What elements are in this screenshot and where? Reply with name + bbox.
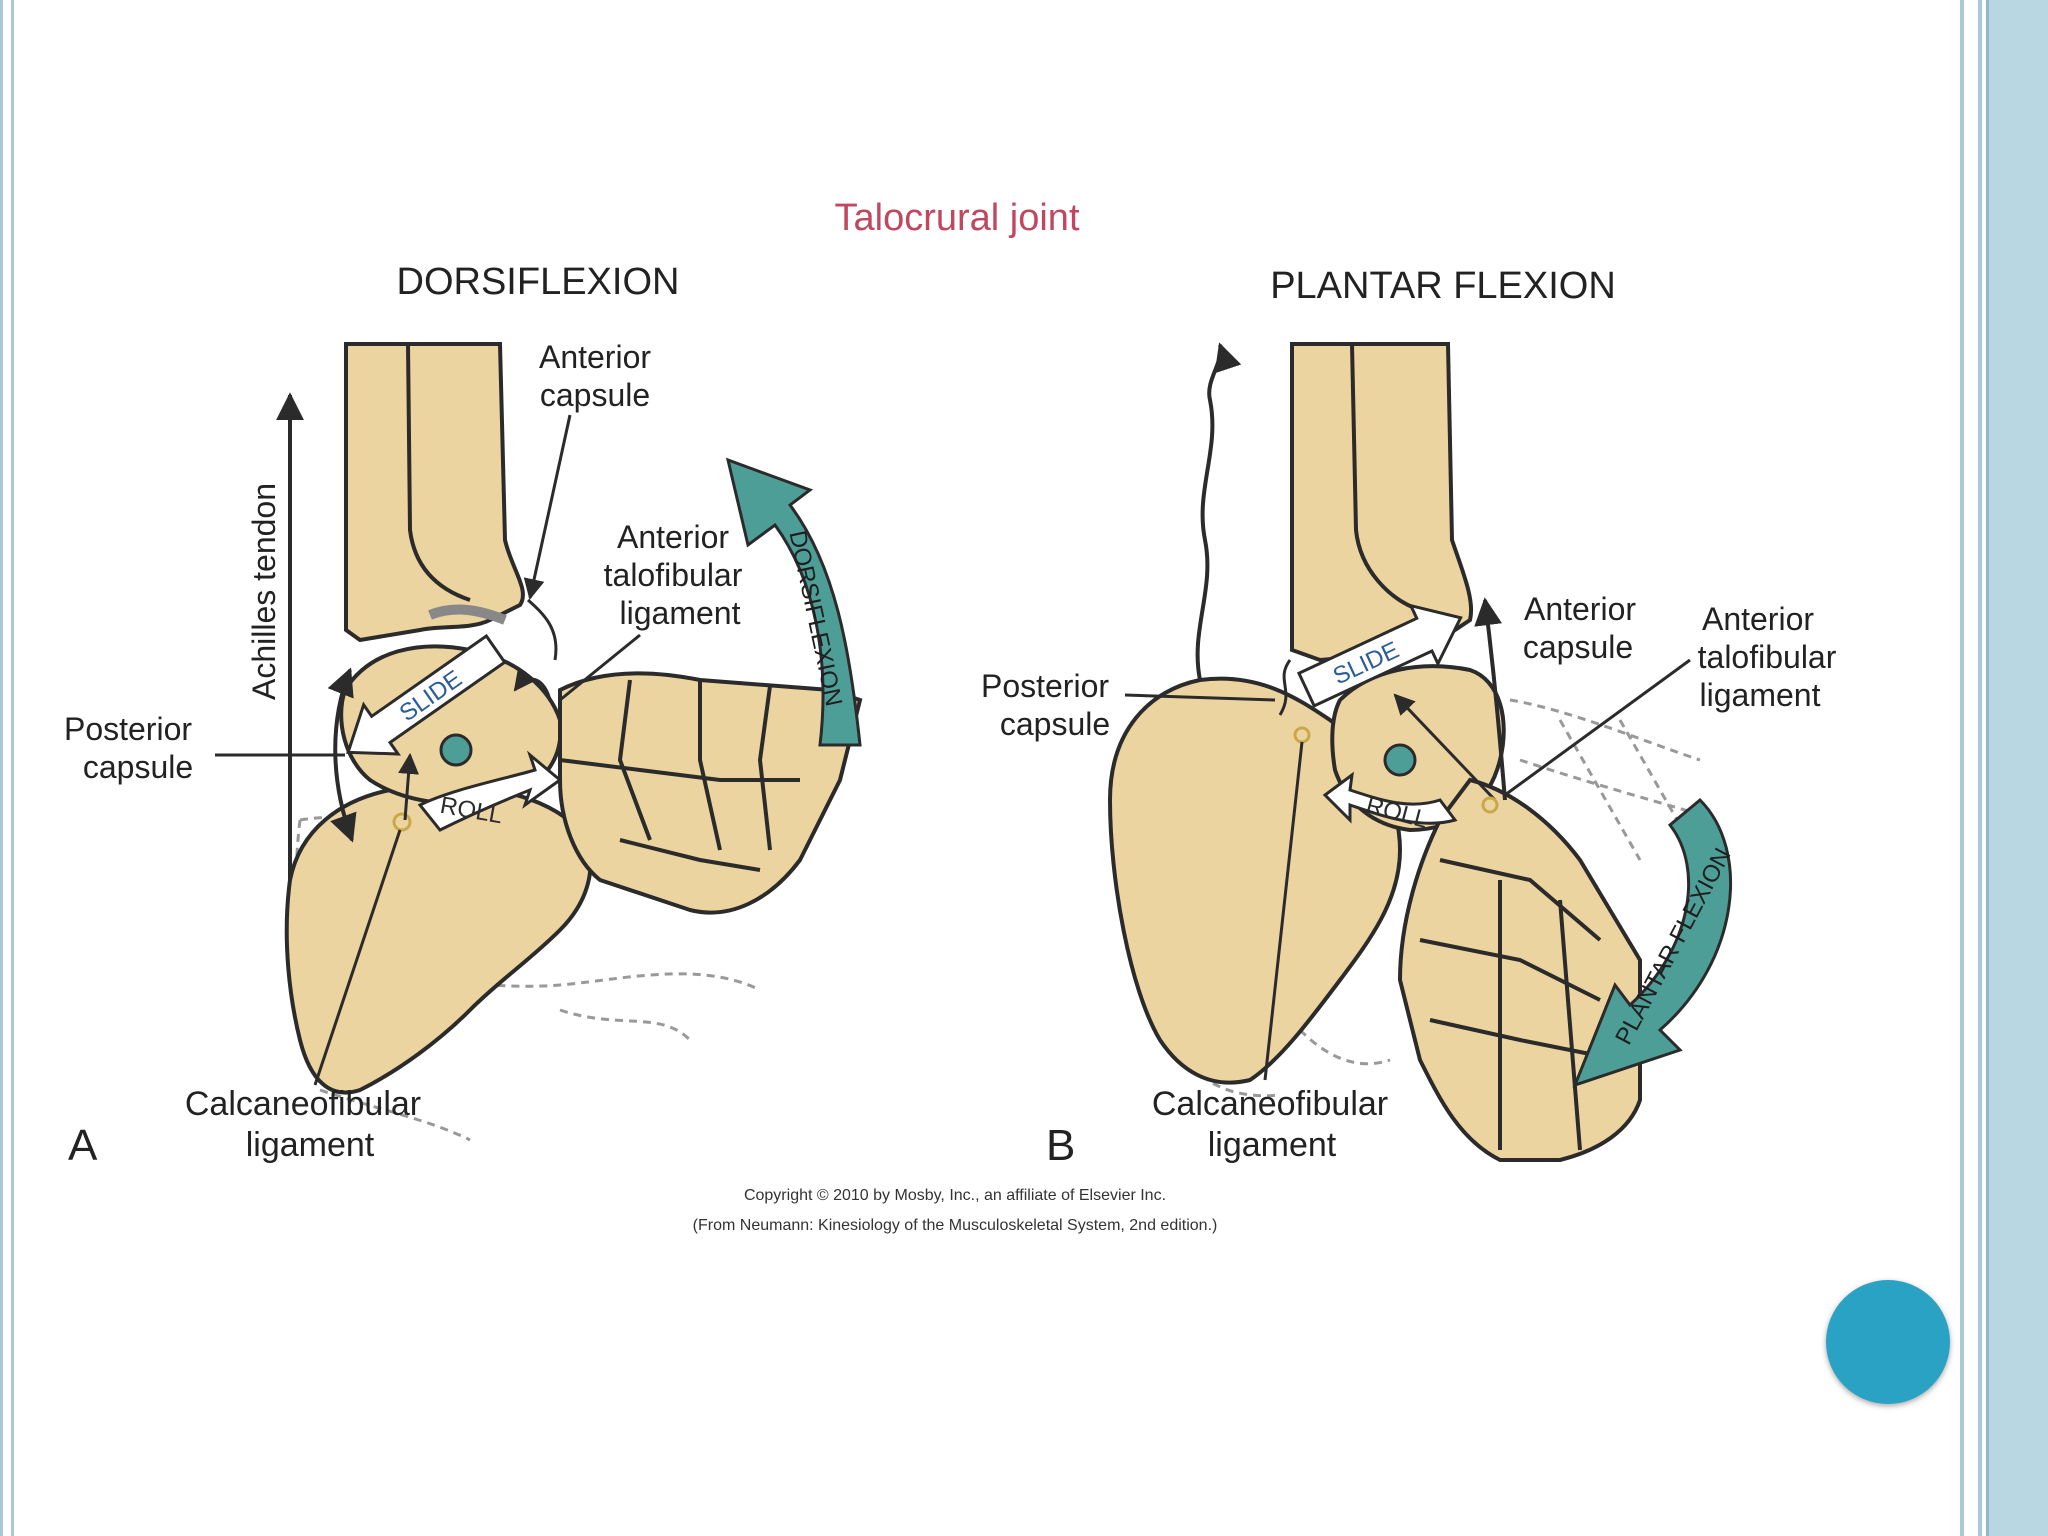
panel-a-cfl-label-1: Calcaneofibular (185, 1085, 421, 1123)
panel-b-posterior-capsule-label-2: capsule (1000, 706, 1110, 742)
panel-a-calcaneus (284, 784, 593, 1095)
copyright-line-1: Copyright © 2010 by Mosby, Inc., an affi… (744, 1187, 1166, 1204)
panel-a-cfl-label-2: ligament (246, 1126, 375, 1164)
panel-a-anterior-capsule-label-2: capsule (540, 377, 650, 413)
copyright-line-2: (From Neumann: Kinesiology of the Muscul… (693, 1217, 1218, 1234)
panel-a-tibia-fibula (344, 342, 525, 643)
panel-a-dorsiflexion: DORSIFLEXION Achilles tendon Posterior c… (64, 261, 863, 1170)
panel-a-midfoot (558, 671, 863, 915)
panel-b-soft-tissue-outline (1178, 698, 1721, 1098)
panel-a-atfl-label-2: talofibular (604, 557, 743, 593)
panel-a-atfl-label-1: Anterior (617, 519, 729, 555)
panel-a-slide-arrow: SLIDE (346, 633, 507, 756)
panel-a-letter: A (68, 1121, 98, 1170)
panel-b-posterior-capsule-label-1: Posterior (981, 668, 1109, 704)
panel-a-roll-arrow: ROLL (417, 750, 563, 832)
figure-title: Talocrural joint (835, 197, 1080, 239)
panel-a-posterior-capsule-label-2: capsule (83, 749, 193, 785)
panel-a-posterior-capsule-label-1: Posterior (64, 711, 192, 747)
slide-frame-left (0, 0, 14, 1536)
panel-a-axis-dot (439, 733, 473, 767)
panel-b-letter: B (1046, 1121, 1075, 1170)
panel-b-atfl-label-2: talofibular (1698, 639, 1837, 675)
panel-a-talus (339, 644, 563, 806)
panel-b-anterior-capsule-label-1: Anterior (1524, 591, 1636, 627)
panel-b-atfl-label-1: Anterior (1702, 601, 1814, 637)
panel-b-anterior-capsule-label-2: capsule (1523, 629, 1633, 665)
panel-a-achilles-label: Achilles tendon (246, 483, 282, 700)
panel-b-cfl-label-2: ligament (1208, 1126, 1337, 1164)
panel-b-plantar-flexion: PLANTAR FLEXION Posterior capsule SLIDE … (981, 265, 1837, 1170)
slide-nav-circle-button[interactable] (1826, 1280, 1950, 1404)
panel-a-atfl-label-3: ligament (620, 595, 741, 631)
panel-b-forefoot (1397, 777, 1642, 1162)
slide-frame-right (1960, 0, 2048, 1536)
panel-b-cfl-label-1: Calcaneofibular (1152, 1085, 1388, 1123)
panel-a-heading: DORSIFLEXION (397, 261, 680, 303)
panel-b-achilles-wavy (1195, 342, 1242, 681)
panel-b-atfl-label-3: ligament (1700, 677, 1821, 713)
panel-b-axis-dot (1383, 743, 1417, 777)
panel-b-heading: PLANTAR FLEXION (1270, 265, 1616, 307)
panel-a-anterior-capsule-label-1: Anterior (539, 339, 651, 375)
panel-b-calcaneus (1107, 676, 1403, 1085)
